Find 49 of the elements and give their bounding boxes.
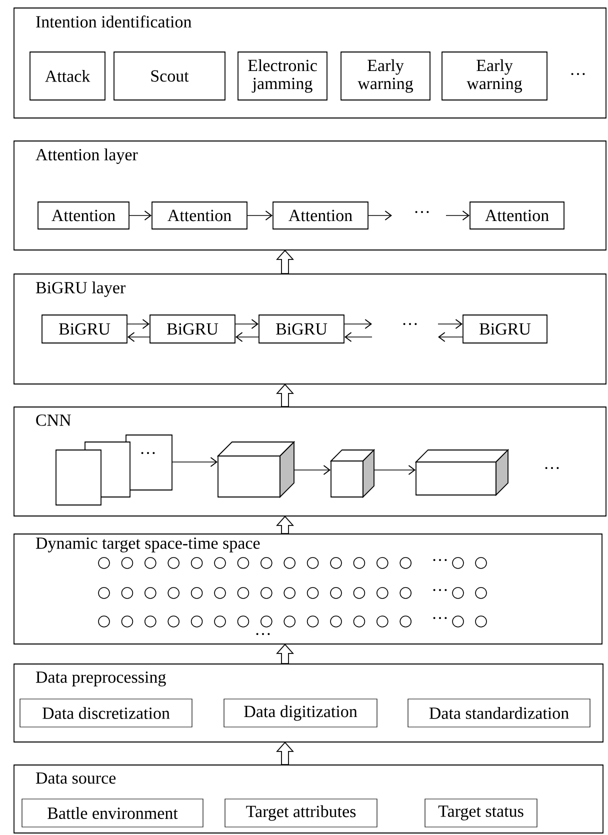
ellipsis: … [415, 210, 429, 213]
ellipsis: … [571, 72, 585, 75]
arrow [127, 319, 150, 329]
arrow [344, 319, 372, 329]
block-arrow [276, 742, 294, 765]
arrow [235, 332, 259, 342]
arrow [127, 332, 150, 342]
arrow [344, 332, 372, 342]
arrow [235, 319, 259, 329]
block-arrow [276, 250, 294, 274]
label-box: Attack [30, 52, 106, 100]
label-box: Attention [38, 202, 130, 230]
ellipsis: … [433, 617, 447, 619]
label-box: Attention [470, 202, 564, 230]
ellipsis: … [545, 466, 559, 469]
label-box: BiGRU [462, 314, 548, 344]
label-box: Data discretization [20, 698, 192, 728]
ellipsis: … [403, 322, 417, 325]
label-box: Early warning [442, 52, 548, 100]
ellipsis: … [433, 559, 447, 561]
label-box: Electronic jamming [238, 52, 328, 100]
label-box: Early warning [340, 52, 430, 100]
label-box: Attention [272, 202, 368, 230]
arrow [294, 465, 331, 475]
label-box: Target status [424, 798, 538, 828]
label-box: Data digitization [224, 698, 378, 728]
label-box: Data standardization [408, 698, 590, 728]
arrow [374, 465, 416, 475]
ellipsis: … [256, 633, 270, 635]
ellipsis: … [141, 452, 155, 454]
label-box: Target attributes [224, 798, 378, 828]
arrow [438, 332, 463, 342]
label-box: BiGRU [150, 314, 236, 344]
arrow [172, 457, 218, 467]
label-box: BiGRU [258, 314, 344, 344]
block-arrow [276, 384, 294, 407]
arrow [438, 319, 463, 329]
label-box: Scout [114, 52, 226, 100]
label-box: Attention [152, 202, 248, 230]
arrow [129, 210, 152, 220]
block-arrow [276, 516, 294, 534]
block-arrow [276, 644, 294, 664]
label-box: Battle environment [22, 798, 204, 828]
feature-map-stack-drawing [56, 434, 172, 506]
arrow [368, 210, 392, 220]
ellipsis: … [433, 589, 447, 591]
arrow [446, 210, 470, 220]
arrow [247, 210, 273, 220]
label-box: BiGRU [42, 314, 128, 344]
